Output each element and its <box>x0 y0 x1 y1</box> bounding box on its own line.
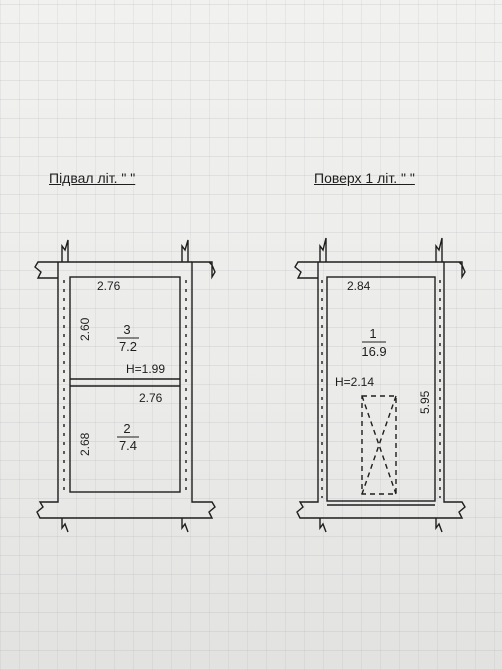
floor1-ceiling-height: H=2.14 <box>335 375 374 389</box>
basement-title: Підвал літ. " " <box>49 170 136 186</box>
basement-top-room-area: 7.2 <box>119 339 137 354</box>
floor1-walls <box>294 237 466 533</box>
floor1-room-height: 5.95 <box>418 390 432 414</box>
basement-top-height: 2.60 <box>78 317 92 341</box>
basement-bottom-room-area: 7.4 <box>119 438 137 453</box>
basement-top-width: 2.76 <box>97 279 121 293</box>
basement-bottom-room-number: 2 <box>123 421 130 436</box>
floor1-room-width: 2.84 <box>347 279 371 293</box>
floor1-room-number: 1 <box>369 326 376 341</box>
basement-bottom-width: 2.76 <box>139 391 163 405</box>
basement-bottom-height: 2.68 <box>78 432 92 456</box>
floor1-title: Поверх 1 літ. " " <box>314 170 415 186</box>
stair-opening <box>361 395 397 495</box>
basement-walls <box>34 239 216 533</box>
basement-ceiling-height: H=1.99 <box>126 362 165 376</box>
basement-top-room-number: 3 <box>123 322 130 337</box>
floor1-room-area: 16.9 <box>361 344 386 359</box>
